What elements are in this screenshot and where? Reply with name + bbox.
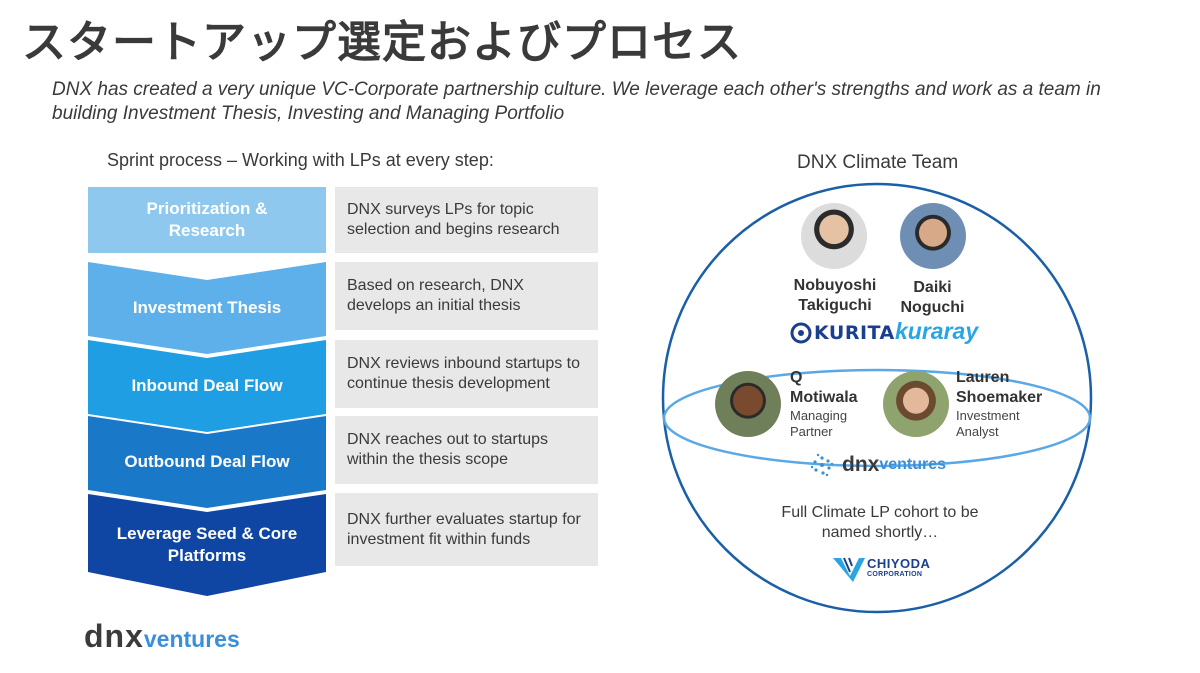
team-heading: DNX Climate Team	[797, 152, 959, 173]
step-outbound-deal-flow-label: Outbound Deal Flow	[124, 452, 290, 471]
step-investment-thesis-label: Investment Thesis	[132, 298, 282, 317]
step-description: Based on research, DNX develops an initi…	[335, 262, 598, 330]
member-name-noguchi: Daiki Noguchi	[900, 279, 965, 316]
avatar	[883, 371, 949, 437]
step-inbound-deal-flow-label: Inbound Deal Flow	[131, 376, 283, 395]
step-description: DNX further evaluates startup for invest…	[335, 493, 598, 566]
avatar	[900, 203, 966, 269]
member-role-shoemaker: Investment Analyst	[956, 408, 1020, 439]
chiyoda-logo: CHIYODA CORPORATION	[833, 556, 930, 582]
step-leverage-platforms-label: Leverage Seed & Core Platforms	[116, 524, 298, 565]
sprint-heading: Sprint process – Working with LPs at eve…	[107, 150, 494, 170]
kuraray-logo: kuraray	[895, 318, 979, 344]
step-prioritization-label: Prioritization & Research	[146, 199, 268, 240]
kurita-logo: KURITA	[790, 321, 895, 345]
step-prioritization: Prioritization & Research	[88, 187, 326, 253]
member-name-motiwala: Q Motiwala	[790, 369, 858, 406]
avatar	[715, 371, 781, 437]
cohort-note: Full Climate LP cohort to be named short…	[781, 504, 979, 541]
step-description: DNX reaches out to startups within the t…	[335, 416, 598, 484]
kurita-mark-icon	[790, 322, 812, 344]
member-name-shoemaker: Lauren Shoemaker	[956, 369, 1043, 406]
slide-subtitle: DNX has created a very unique VC-Corpora…	[52, 79, 1101, 124]
dnx-ventures-logo: dnxventures	[84, 618, 240, 654]
dnx-swirl-icon	[810, 453, 834, 477]
avatar	[801, 203, 867, 269]
slide-title: スタートアップ選定およびプロセス	[22, 17, 742, 68]
member-name-takiguchi: Nobuyoshi Takiguchi	[793, 277, 877, 314]
member-role-motiwala: Managing Partner	[790, 408, 848, 439]
step-description: DNX surveys LPs for topic selection and …	[335, 187, 598, 253]
step-description: DNX reviews inbound startups to continue…	[335, 340, 598, 408]
chiyoda-mark-icon	[833, 557, 865, 582]
